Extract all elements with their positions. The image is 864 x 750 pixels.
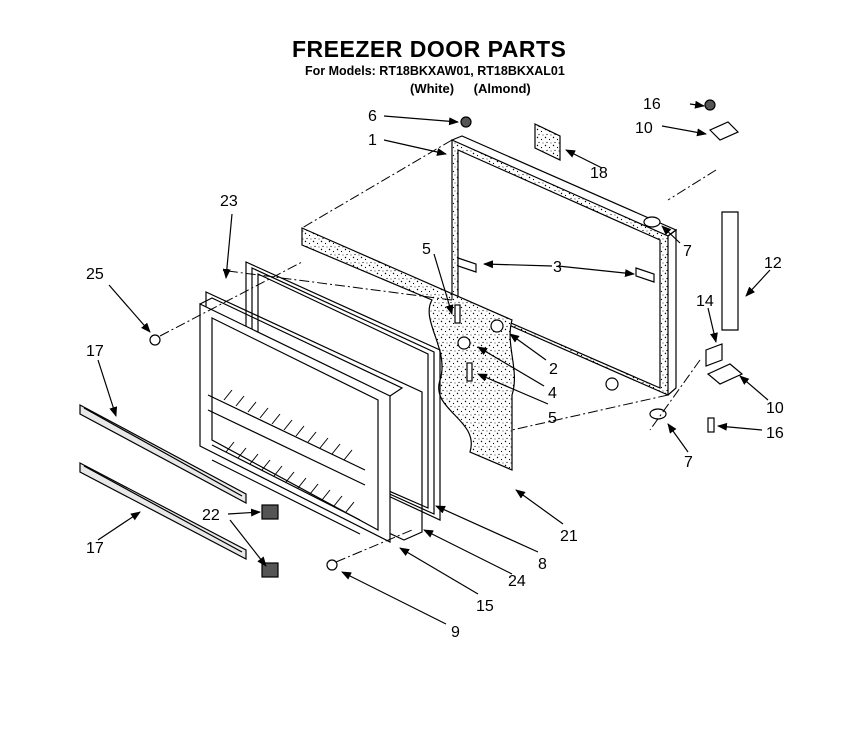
screw-5-lower	[466, 362, 473, 382]
end-cap-lower	[261, 562, 279, 578]
label-part-5-upper: 5	[422, 241, 431, 258]
label-part-23: 23	[220, 193, 238, 210]
leader-lines	[97, 100, 771, 625]
screw-16-bottom	[707, 417, 715, 433]
label-part-3: 3	[553, 259, 562, 276]
label-part-14: 14	[696, 293, 714, 310]
inner-door-liner	[199, 297, 404, 543]
label-part-16-bottom: 16	[766, 425, 784, 442]
part-number-labels: 1 6 18 16 10 7 12 5 3 2 4 5 14 10 16 7 2…	[86, 96, 784, 641]
screw-9	[326, 559, 338, 571]
label-part-7-bottom: 7	[684, 454, 693, 471]
label-part-2: 2	[549, 361, 558, 378]
cam-4	[457, 336, 471, 350]
hinge-pin-7-top	[643, 216, 661, 228]
label-part-1: 1	[368, 132, 377, 149]
label-part-17-lower: 17	[86, 540, 104, 557]
hinge-10-bottom	[706, 363, 744, 385]
door-shelf-bar-lower	[79, 462, 247, 560]
shim-14	[705, 343, 723, 367]
color-variants: (White) (Almond)	[410, 81, 547, 96]
label-part-18: 18	[590, 165, 608, 182]
color-almond-label: (Almond)	[473, 81, 531, 96]
door-shelf-racks	[207, 389, 366, 535]
label-part-12: 12	[764, 255, 782, 272]
label-part-8: 8	[538, 556, 547, 573]
bracket-3-right	[635, 267, 655, 283]
model-numbers: For Models: RT18BKXAW01, RT18BKXAL01	[305, 64, 565, 78]
door-shelf-bar-upper	[79, 403, 247, 505]
label-part-25: 25	[86, 266, 104, 283]
label-part-21: 21	[560, 528, 578, 545]
foam-insulation	[301, 227, 515, 471]
label-18	[534, 123, 561, 161]
screw-25	[149, 334, 161, 346]
label-part-10-bottom: 10	[766, 400, 784, 417]
label-part-5-lower: 5	[548, 410, 557, 427]
handle-12	[721, 211, 739, 331]
diagram-title: FREEZER DOOR PARTS	[292, 36, 567, 62]
label-part-4: 4	[548, 385, 557, 402]
label-part-24: 24	[508, 573, 526, 590]
alignment-lines	[159, 139, 717, 563]
screw-16-top	[704, 99, 716, 111]
label-part-7-top: 7	[683, 243, 692, 260]
bracket-3-left	[457, 257, 477, 273]
label-part-10-top: 10	[635, 120, 653, 137]
label-part-15: 15	[476, 598, 494, 615]
label-part-9: 9	[451, 624, 460, 641]
outer-door-panel	[451, 135, 678, 396]
stop-2-right	[605, 377, 619, 391]
end-cap-upper	[261, 504, 279, 520]
plug-6	[460, 116, 472, 128]
label-part-16-top: 16	[643, 96, 661, 113]
hinge-10-top	[708, 121, 740, 141]
color-white-label: (White)	[410, 81, 455, 96]
stop-2-left	[490, 319, 504, 333]
label-part-6: 6	[368, 108, 377, 125]
label-part-17-upper: 17	[86, 343, 104, 360]
screw-5-upper	[454, 304, 461, 324]
label-part-22: 22	[202, 507, 220, 524]
